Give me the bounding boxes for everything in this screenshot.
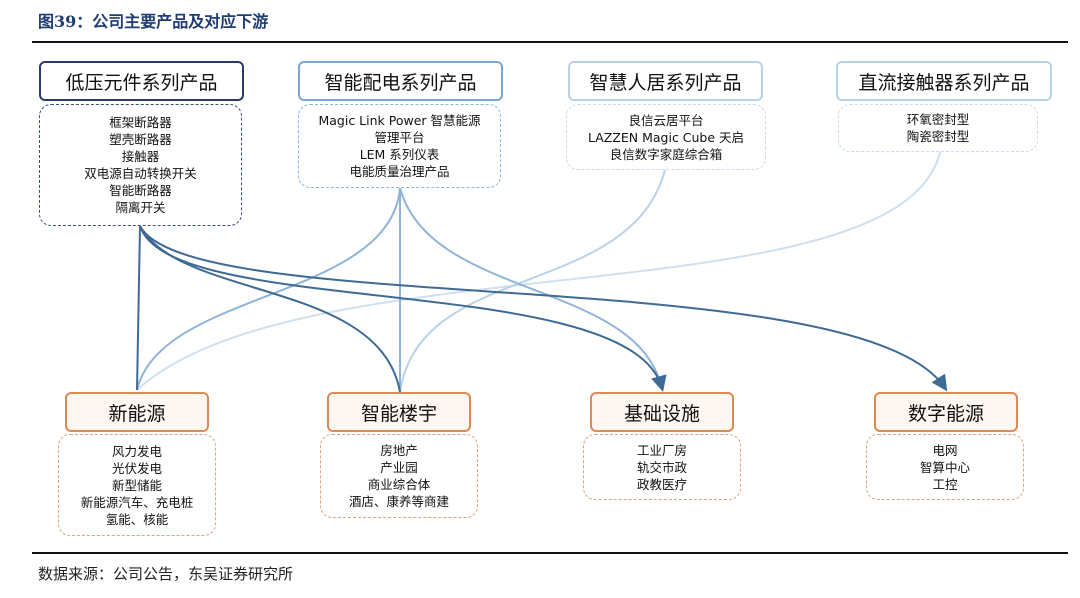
product-header-smart-distribution: 智能配电系列产品: [298, 61, 503, 101]
link-low-voltage-to-new-energy: [136, 225, 141, 391]
list-item: Magic Link Power 智慧能源: [318, 113, 481, 128]
list-item: 政教医疗: [636, 476, 687, 492]
list-item: 产业园: [380, 460, 418, 475]
list-item: 电网: [932, 442, 958, 458]
list-item: 陶瓷密封型: [906, 129, 970, 144]
list-item: 商业综合体: [367, 477, 431, 492]
list-item: 光伏发电: [111, 460, 162, 476]
list-item: 氢能、核能: [105, 511, 169, 527]
list-item: 电能质量治理产品: [349, 164, 450, 179]
list-item: 隔离开关: [115, 200, 166, 215]
downstream-header-infrastructure: 基础设施: [590, 392, 734, 432]
list-item: 工业厂房: [636, 442, 687, 458]
list-item: LEM 系列仪表: [359, 147, 440, 162]
link-smart-home-to-smart-building: [399, 169, 666, 393]
list-item: 良信数字家庭综合箱: [609, 146, 723, 162]
list-item: 良信云居平台: [628, 112, 704, 128]
product-header-smart-home: 智慧人居系列产品: [568, 61, 763, 101]
bottom-rule: [32, 552, 1068, 554]
top-rule: [32, 41, 1068, 43]
product-items-smart-home: 良信云居平台 LAZZEN Magic Cube 天启 良信数字家庭综合箱: [566, 104, 766, 170]
product-items-low-voltage: 框架断路器 塑壳断路器 接触器 双电源自动转换开关 智能断路器 隔离开关: [39, 104, 242, 226]
figure-title: 图39：公司主要产品及对应下游: [38, 12, 269, 31]
downstream-items-smart-building: 房地产 产业园 商业综合体 酒店、康养等商建: [320, 434, 478, 518]
link-low-voltage-to-infrastructure: [139, 225, 667, 392]
list-item: 酒店、康养等商建: [348, 494, 449, 509]
downstream-items-infrastructure: 工业厂房 轨交市政 政教医疗: [583, 434, 741, 500]
downstream-items-digital-energy: 电网 智算中心 工控: [866, 434, 1024, 500]
product-header-low-voltage: 低压元件系列产品: [39, 61, 244, 101]
downstream-header-digital-energy: 数字能源: [874, 392, 1018, 432]
list-item: 双电源自动转换开关: [84, 166, 197, 181]
list-item: 接触器: [121, 149, 160, 164]
product-header-dc-contactor: 直流接触器系列产品: [836, 61, 1052, 101]
list-item: 框架断路器: [109, 115, 172, 130]
list-item: 工控: [932, 476, 958, 492]
product-items-smart-distribution: Magic Link Power 智慧能源 管理平台 LEM 系列仪表 电能质量…: [298, 104, 501, 188]
downstream-header-smart-building: 智能楼宇: [327, 392, 471, 432]
list-item: 轨交市政: [636, 459, 687, 475]
list-item: 房地产: [380, 443, 418, 458]
list-item: 塑壳断路器: [109, 132, 172, 147]
list-item: 智能断路器: [109, 183, 172, 198]
list-item: 管理平台: [374, 130, 425, 145]
list-item: 智算中心: [919, 459, 970, 475]
link-low-voltage-to-digital-energy: [139, 225, 948, 392]
link-dc-contactor-to-new-energy: [136, 151, 941, 391]
source-note: 数据来源：公司公告，东吴证券研究所: [38, 565, 294, 583]
downstream-items-new-energy: 风力发电 光伏发电 新型储能 新能源汽车、充电桩 氢能、核能: [58, 434, 216, 536]
list-item: 新型储能: [111, 477, 162, 493]
list-item: LAZZEN Magic Cube 天启: [587, 129, 745, 145]
link-smart-distribution-to-infrastructure: [399, 187, 663, 391]
list-item: 风力发电: [111, 443, 162, 459]
list-item: 环氧密封型: [906, 112, 970, 127]
list-item: 新能源汽车、充电桩: [80, 494, 194, 510]
downstream-header-new-energy: 新能源: [65, 392, 209, 432]
product-items-dc-contactor: 环氧密封型 陶瓷密封型: [838, 104, 1038, 152]
